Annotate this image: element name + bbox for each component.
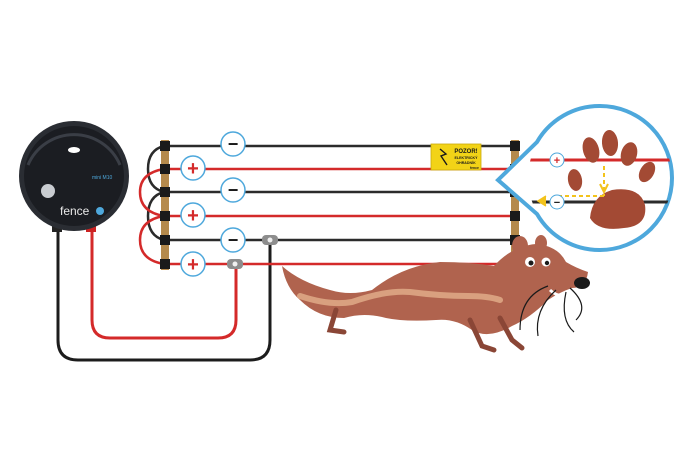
bubble-negative-marker-icon: − — [549, 194, 565, 210]
energizer-brand: fence — [60, 204, 90, 218]
bubble-positive-marker-icon: + — [549, 152, 565, 168]
positive-marker-icon: + — [180, 202, 206, 228]
fence-post-left — [160, 140, 170, 270]
negative-marker-icon: − — [220, 131, 246, 157]
power-button[interactable] — [41, 184, 55, 198]
negative-marker-icon: − — [220, 177, 246, 203]
svg-text:+: + — [187, 158, 199, 180]
svg-text:ELEKTRICKÝ: ELEKTRICKÝ — [455, 155, 479, 160]
svg-text:POZOR!: POZOR! — [454, 149, 477, 155]
weasel-nose-icon — [574, 277, 590, 289]
paw-icon — [567, 130, 656, 229]
energizer-model: mini M10 — [92, 175, 113, 181]
brand-logo-icon — [96, 207, 104, 215]
lightning-icon — [439, 148, 448, 166]
warning-sign: POZOR! ELEKTRICKÝ OHRADNÍK fence — [430, 143, 482, 171]
svg-text:+: + — [187, 205, 199, 227]
svg-text:fence: fence — [470, 166, 479, 170]
svg-text:+: + — [554, 155, 560, 167]
svg-text:+: + — [187, 254, 199, 276]
negative-marker-icon: − — [220, 227, 246, 253]
positive-marker-icon: + — [180, 155, 206, 181]
svg-text:OHRADNÍK: OHRADNÍK — [456, 160, 476, 165]
weasel-illustration — [282, 235, 590, 353]
arrow-left-icon — [536, 195, 547, 207]
positive-marker-icon: + — [180, 251, 206, 277]
live-cable — [90, 228, 238, 340]
svg-text:−: − — [228, 134, 239, 154]
status-led-icon — [68, 147, 80, 153]
energizer-unit: fence mini M10 — [19, 121, 129, 232]
arrow-down-icon — [599, 183, 609, 195]
svg-text:−: − — [228, 180, 239, 200]
svg-text:−: − — [228, 230, 239, 250]
svg-text:−: − — [554, 197, 560, 209]
ground-cable — [56, 228, 272, 362]
polarity-markers: − + − + − + — [180, 131, 246, 277]
detail-bubble: + − — [495, 103, 674, 253]
